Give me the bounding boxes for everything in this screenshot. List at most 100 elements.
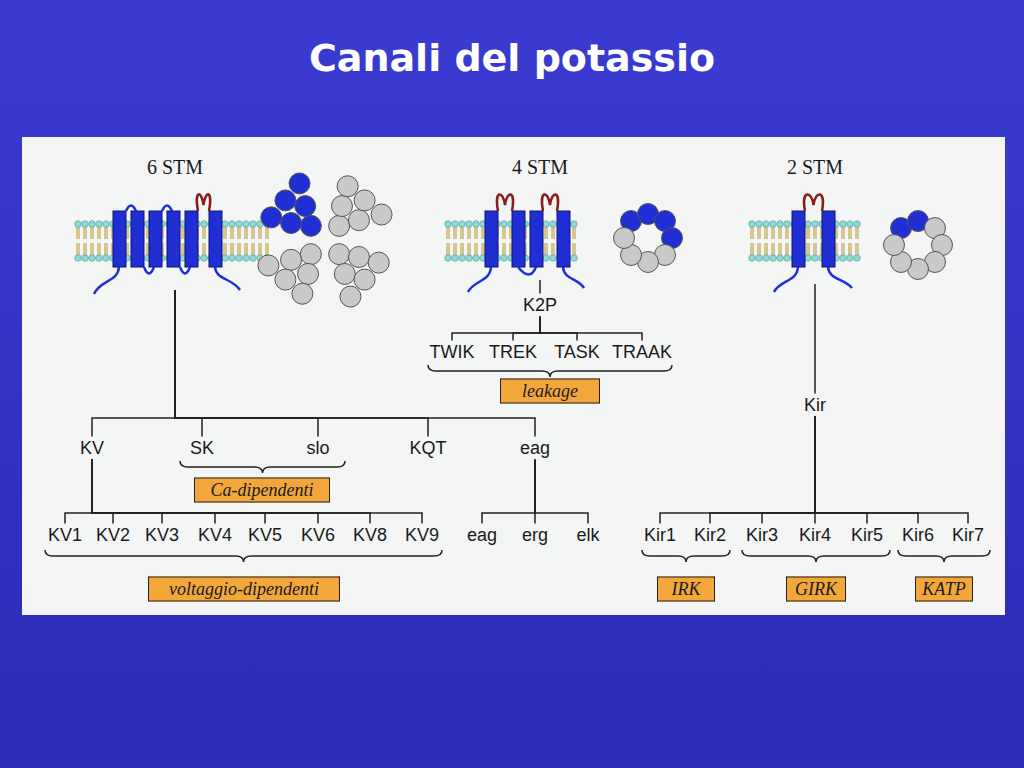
subunit-circle <box>368 252 389 273</box>
tree-label: Kir6 <box>900 524 936 547</box>
node-text: Kir1 <box>644 525 676 545</box>
tree-connector <box>815 417 918 524</box>
subunit-circle <box>884 235 905 256</box>
subunit-circle <box>289 173 310 194</box>
node-text: Kir7 <box>952 525 984 545</box>
tree-label: TRAAK <box>610 341 674 364</box>
channel-family: 6 STM <box>75 156 275 290</box>
category-box: leakage <box>500 379 600 404</box>
tree-label: KV <box>78 437 106 460</box>
node-text: KV1 <box>48 525 82 545</box>
transmembrane-segment <box>792 211 805 267</box>
tree-connector <box>65 460 92 524</box>
node-text: voltaggio-dipendenti <box>169 579 319 599</box>
tree-connector <box>92 460 422 524</box>
transmembrane-segment <box>822 211 835 267</box>
node-text: TRAAK <box>612 342 672 362</box>
tree-label: KV4 <box>196 524 234 547</box>
transmembrane-segment <box>557 211 570 267</box>
tree-connector <box>92 460 370 524</box>
transmembrane-segment <box>485 211 498 267</box>
terminal-tail <box>215 267 240 290</box>
transmembrane-segment <box>131 211 144 267</box>
tree-connector <box>513 317 540 341</box>
pore-loop <box>197 194 210 211</box>
subunit-circle <box>281 249 302 270</box>
node-text: 4 STM <box>512 156 568 179</box>
subunit-circle <box>292 283 313 304</box>
pore-loop <box>542 194 558 211</box>
subunit-circle <box>258 255 279 276</box>
transmembrane-segment <box>149 211 162 267</box>
transmembrane-segment <box>530 211 543 267</box>
tree-connector <box>482 460 535 524</box>
subunit-circle <box>329 215 350 236</box>
slide-title: Canali del potassio <box>0 36 1024 80</box>
subunit-circle <box>329 244 350 265</box>
tree-label: KQT <box>407 437 448 460</box>
tree-connector <box>762 417 815 524</box>
subunit-circle <box>300 244 321 265</box>
subunit-circle <box>348 210 369 231</box>
subunit-circle <box>354 269 375 290</box>
subunit-circle <box>371 204 392 225</box>
tree-label: Kir4 <box>797 524 833 547</box>
node-text: elk <box>576 525 599 545</box>
terminal-tail <box>468 267 491 292</box>
tree-label: KV3 <box>143 524 181 547</box>
tree-connector <box>175 290 428 437</box>
subunit-circle <box>275 190 296 211</box>
category-box: voltaggio-dipendenti <box>148 577 340 602</box>
tree-connector <box>175 290 318 437</box>
subunit-circle <box>334 263 355 284</box>
tree-connector <box>452 317 540 341</box>
tree-connector <box>535 460 588 524</box>
subunit-circle <box>340 286 361 307</box>
pore-loop <box>497 194 513 211</box>
node-text: KATP <box>922 579 965 599</box>
subunit-circle <box>614 228 635 249</box>
node-text: slo <box>306 438 329 458</box>
node-text: KV9 <box>405 525 439 545</box>
tree-connector <box>92 460 113 524</box>
loop <box>180 267 190 274</box>
node-text: KV <box>80 438 104 458</box>
subunit-circle <box>281 213 302 234</box>
subunit-circle <box>300 215 321 236</box>
node-text: Ca-dipendenti <box>211 480 314 500</box>
tree-label: TREK <box>487 341 539 364</box>
node-text: IRK <box>672 579 701 599</box>
tree-label: Kir5 <box>849 524 885 547</box>
tree-label: KV5 <box>246 524 284 547</box>
tree-label: slo <box>304 437 331 460</box>
node-text: K2P <box>523 295 557 315</box>
node-text: TREK <box>489 342 537 362</box>
category-box: KATP <box>915 577 973 602</box>
tree-connector <box>815 417 968 524</box>
tree-label: KV1 <box>46 524 84 547</box>
tree-label: eag <box>518 437 552 460</box>
bracket <box>642 550 730 562</box>
bracket <box>898 550 990 562</box>
panel <box>22 137 1005 615</box>
node-text: erg <box>522 525 548 545</box>
transmembrane-segment <box>209 211 222 267</box>
tree-label: KV9 <box>403 524 441 547</box>
loop <box>126 206 136 212</box>
node-text: Kir3 <box>746 525 778 545</box>
node-text: KV5 <box>248 525 282 545</box>
tree-connector <box>540 317 577 341</box>
tree-label: Kir1 <box>642 524 678 547</box>
node-text: KV4 <box>198 525 232 545</box>
loop <box>518 267 536 275</box>
tree-label: KV2 <box>94 524 132 547</box>
channel-family: 4 STM <box>445 156 635 280</box>
transmembrane-segment <box>185 211 198 267</box>
node-text: Kir6 <box>902 525 934 545</box>
tree-label: SK <box>188 437 216 460</box>
tree-connector <box>815 417 867 524</box>
terminal-tail <box>774 267 798 292</box>
subunit-circle <box>354 190 375 211</box>
channel-family: 2 STM <box>725 156 905 284</box>
